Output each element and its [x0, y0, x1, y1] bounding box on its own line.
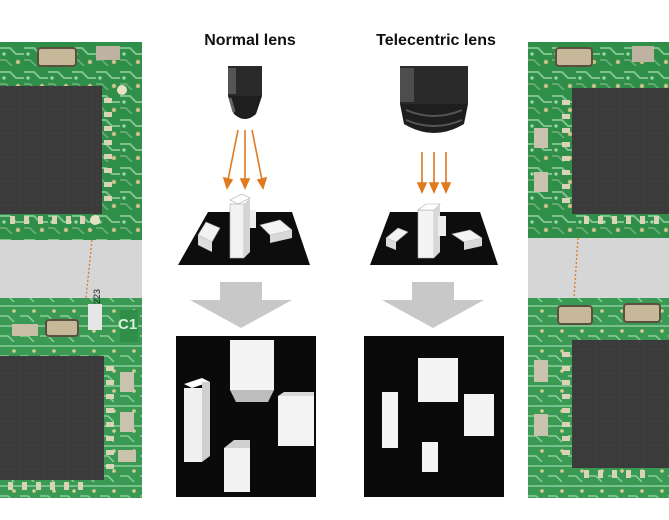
block: [197, 221, 221, 252]
camera-lens-icon: [228, 66, 262, 119]
board-mark-label: C1: [118, 316, 138, 333]
normal-lens-heading: Normal lens: [204, 32, 296, 49]
telecentric-lens-result-image: [364, 336, 504, 497]
board-code-label: 223: [92, 288, 102, 304]
normal-down-arrow-icon: [190, 282, 292, 328]
telecentric-lens-heading: Telecentric lens: [376, 32, 496, 49]
telecentric-down-arrow-icon: [382, 282, 484, 328]
normal-lens-diagram: [170, 60, 330, 270]
telecentric-lens-diagram: [360, 60, 510, 270]
right-board-photo: [528, 42, 669, 498]
telecentric-lens-icon: [400, 66, 468, 133]
normal-lens-result-image: [176, 336, 316, 497]
left-board-photo: 223 C1: [0, 42, 142, 498]
